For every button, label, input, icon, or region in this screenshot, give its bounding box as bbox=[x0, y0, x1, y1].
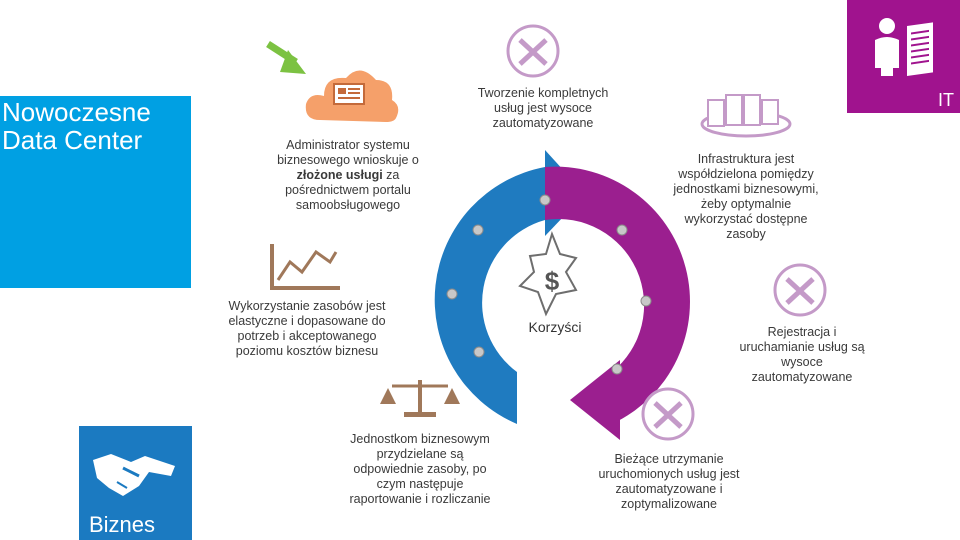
biz-tile: Biznes bbox=[79, 426, 192, 540]
step-elastic-text: Wykorzystanie zasobów jest elastyczne i … bbox=[228, 299, 386, 358]
step-request-bold: złożone usługi bbox=[296, 168, 383, 182]
blue-arrow-head bbox=[545, 150, 585, 236]
cycle-dot bbox=[611, 363, 623, 375]
step-allocate-text: Jednostkom biznesowym przydzielane są od… bbox=[349, 432, 491, 506]
page-title-line1: Nowoczesne bbox=[2, 97, 151, 127]
cycle-dot bbox=[446, 288, 458, 300]
it-tile: IT bbox=[847, 0, 960, 113]
it-label: IT bbox=[938, 90, 954, 110]
center-label: Korzyści bbox=[528, 319, 582, 335]
biz-label: Biznes bbox=[89, 512, 156, 537]
cycle-dots bbox=[446, 194, 652, 375]
page-title-line2: Data Center bbox=[2, 125, 143, 155]
step-request-post: za pośrednictwem portalu samoobsługowego bbox=[285, 168, 411, 212]
step-request-text: Administrator systemu biznesowego wniosk… bbox=[268, 138, 428, 213]
cycle-dot bbox=[473, 346, 485, 358]
title-tile: Nowoczesne Data Center bbox=[0, 96, 191, 288]
step-request-pre: Administrator systemu biznesowego wniosk… bbox=[277, 138, 419, 167]
step-register-text: Rejestracja i uruchamianie usług są wyso… bbox=[739, 325, 865, 384]
step-create-text: Tworzenie kompletnych usług jest wysoce … bbox=[477, 86, 609, 130]
cycle-dot bbox=[640, 295, 652, 307]
dollar-icon: $ bbox=[518, 230, 578, 317]
cycle-dot bbox=[616, 224, 628, 236]
cycle-dot bbox=[472, 224, 484, 236]
step-infra-text: Infrastruktura jest współdzielona pomięd… bbox=[673, 152, 819, 241]
handshake-icon bbox=[93, 454, 175, 496]
step-maintain-text: Bieżące utrzymanie uruchomionych usług j… bbox=[598, 452, 740, 511]
blue-cycle-arrow bbox=[434, 167, 545, 424]
svg-text:$: $ bbox=[545, 266, 560, 296]
purple-arrow-head bbox=[570, 360, 620, 440]
cycle-dot bbox=[539, 194, 551, 206]
admin-server-icon bbox=[875, 18, 933, 76]
